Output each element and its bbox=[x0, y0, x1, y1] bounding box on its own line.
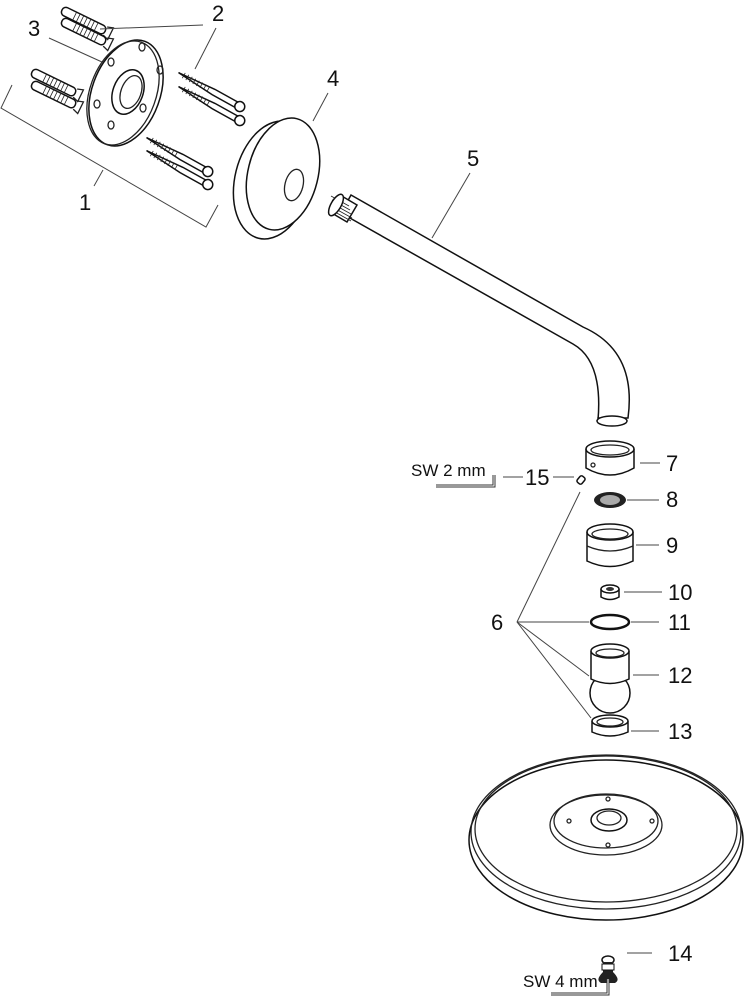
hex-key-2mm-icon bbox=[436, 475, 496, 488]
flow-limiter-icon bbox=[600, 584, 620, 601]
part-label-3: 3 bbox=[28, 16, 40, 41]
part-label-8: 8 bbox=[666, 487, 678, 512]
fixing-screw-icon bbox=[598, 955, 618, 983]
wall-dowel-icon bbox=[30, 6, 115, 115]
part-label-4: 4 bbox=[327, 66, 339, 91]
part-label-1: 1 bbox=[79, 190, 91, 215]
hex-key-4mm-icon bbox=[551, 979, 610, 996]
wood-screw-icon bbox=[146, 71, 246, 191]
tool-label-sw2: SW 2 mm bbox=[411, 461, 486, 480]
part-label-7: 7 bbox=[666, 451, 678, 476]
part-label-13: 13 bbox=[668, 719, 692, 744]
part-label-14: 14 bbox=[668, 941, 692, 966]
part-label-9: 9 bbox=[666, 533, 678, 558]
wall-rosette-icon bbox=[232, 117, 321, 240]
part-label-15: 15 bbox=[525, 465, 549, 490]
grub-screw-icon bbox=[576, 475, 586, 485]
part-label-6: 6 bbox=[491, 610, 503, 635]
union-nut-icon bbox=[586, 523, 634, 568]
part-label-2: 2 bbox=[212, 1, 224, 26]
strainer-icon bbox=[594, 492, 626, 508]
shower-head-icon bbox=[468, 754, 744, 921]
shower-arm-icon bbox=[327, 193, 630, 427]
leader-lines bbox=[48, 24, 662, 954]
part-label-10: 10 bbox=[668, 580, 692, 605]
part-label-12: 12 bbox=[668, 663, 692, 688]
part-label-11: 11 bbox=[668, 610, 691, 635]
part-label-5: 5 bbox=[467, 146, 479, 171]
tool-label-sw4: SW 4 mm bbox=[523, 972, 598, 991]
part-1-bracket bbox=[0, 84, 219, 228]
o-ring-icon bbox=[589, 613, 631, 631]
clamp-ring-icon bbox=[585, 440, 635, 476]
seat-ring-icon bbox=[591, 714, 629, 737]
ball-joint-icon bbox=[589, 643, 631, 714]
wall-flange-icon bbox=[86, 39, 164, 147]
